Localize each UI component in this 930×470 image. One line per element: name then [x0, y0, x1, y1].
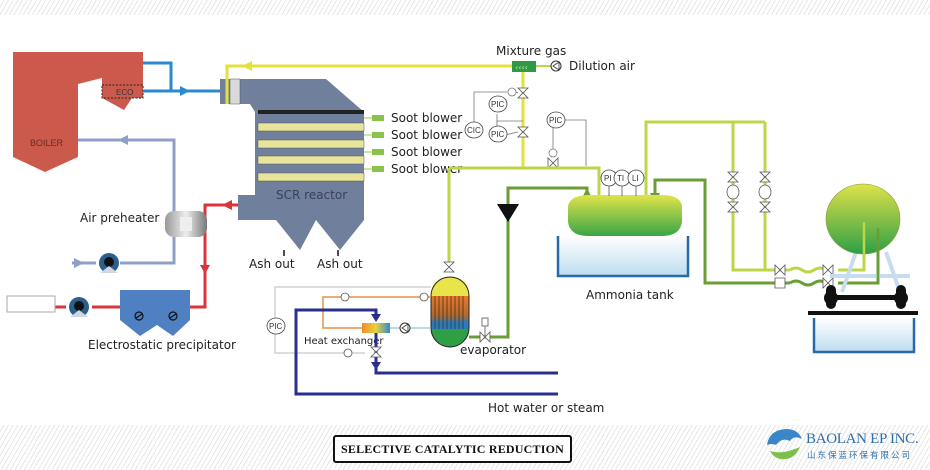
mixture-gas-label: Mixture gas	[496, 44, 566, 58]
catalyst-layers	[257, 122, 365, 182]
svg-text:PI: PI	[604, 174, 612, 183]
svg-text:PIC: PIC	[269, 322, 283, 331]
scr-reactor: SCR reactor	[220, 78, 365, 256]
air-line	[72, 138, 176, 265]
ammonia-injection-grid	[229, 78, 241, 105]
induced-draft-fan-icon	[69, 297, 89, 317]
svg-text:Soot blower: Soot blower	[391, 111, 462, 125]
svg-text:CIC: CIC	[467, 126, 481, 135]
heat-exchanger	[362, 323, 390, 333]
esp-label: Electrostatic precipitator	[88, 338, 236, 352]
svg-text:Soot blower: Soot blower	[391, 128, 462, 142]
evaporator-outlet-valve	[469, 310, 510, 343]
electrostatic-precipitator	[120, 290, 190, 336]
boiler-label: BOILER	[30, 138, 64, 148]
circulation-pump-icon	[399, 322, 411, 334]
dilution-fan-icon	[550, 60, 562, 72]
pic-tank: PIC	[546, 111, 566, 129]
steam-valve-icon	[370, 346, 382, 358]
baolan-logo-icon	[767, 429, 802, 460]
company-logo: BAOLAN EP INC. 山东保蓝环保有限公司	[764, 425, 930, 465]
steam-line	[294, 308, 558, 396]
flow-arrow-icon	[180, 86, 190, 96]
ash-out-label-2: Ash out	[317, 257, 363, 271]
svg-text:PIC: PIC	[491, 100, 505, 109]
svg-text:PIC: PIC	[491, 130, 505, 139]
top-hatch-band	[0, 0, 930, 15]
svg-text:TI: TI	[617, 174, 624, 183]
pic-lower: PIC	[488, 125, 508, 143]
ti-bubble: TI	[613, 169, 631, 187]
diagram-title: SELECTIVE CATALYTIC REDUCTION	[333, 435, 572, 463]
pic-upper: PIC	[488, 95, 508, 113]
soot-blower-3: Soot blower	[364, 145, 462, 159]
company-name-cn: 山东保蓝环保有限公司	[807, 451, 913, 461]
svg-text:Soot blower: Soot blower	[391, 145, 462, 159]
soot-blowers: Soot blower Soot blower Soot blower Soot…	[364, 111, 462, 176]
boiler: ECO BOILER	[13, 52, 144, 172]
economizer-label: ECO	[116, 88, 133, 97]
ash-out-label-1: Ash out	[249, 257, 295, 271]
scr-reactor-label: SCR reactor	[276, 188, 347, 202]
stack-outlet-box	[6, 295, 56, 313]
air-preheater-label: Air preheater	[80, 211, 159, 225]
mixture-gas-line	[225, 64, 512, 104]
soot-blower-1: Soot blower	[364, 111, 462, 125]
hot-gas-line	[54, 203, 238, 309]
company-name: BAOLAN EP INC.	[806, 431, 919, 447]
forced-draft-fan-icon	[99, 253, 119, 273]
cic: CIC	[464, 121, 484, 139]
tanker-car	[808, 183, 918, 354]
dilution-air-label: Dilution air	[569, 59, 635, 73]
hot-water-label: Hot water or steam	[488, 401, 604, 415]
pic-heat: PIC	[266, 317, 286, 335]
ammonia-tank-label: Ammonia tank	[586, 288, 674, 302]
evaporator	[430, 261, 470, 348]
evaporator-label: evaporator	[460, 343, 526, 357]
li-bubble: LI	[627, 169, 645, 187]
ammonia-tank: PI TI LI	[556, 169, 690, 278]
soot-blower-2: Soot blower	[364, 128, 462, 142]
svg-text:LI: LI	[632, 174, 639, 183]
check-valve-icon	[497, 204, 519, 222]
air-preheater: Air preheater	[80, 211, 207, 237]
svg-text:‹‹‹‹: ‹‹‹‹	[515, 63, 528, 72]
instrument-bubbles: PIC CIC PIC PIC	[464, 95, 566, 143]
soot-blower-4: Soot blower	[364, 162, 462, 176]
svg-text:PIC: PIC	[549, 116, 563, 125]
mixer-icon	[512, 61, 536, 72]
control-valves	[517, 87, 559, 169]
svg-text:Soot blower: Soot blower	[391, 162, 462, 176]
flow-arrow-icon	[242, 61, 252, 71]
heat-exchanger-label: Heat exchanger	[304, 336, 384, 347]
